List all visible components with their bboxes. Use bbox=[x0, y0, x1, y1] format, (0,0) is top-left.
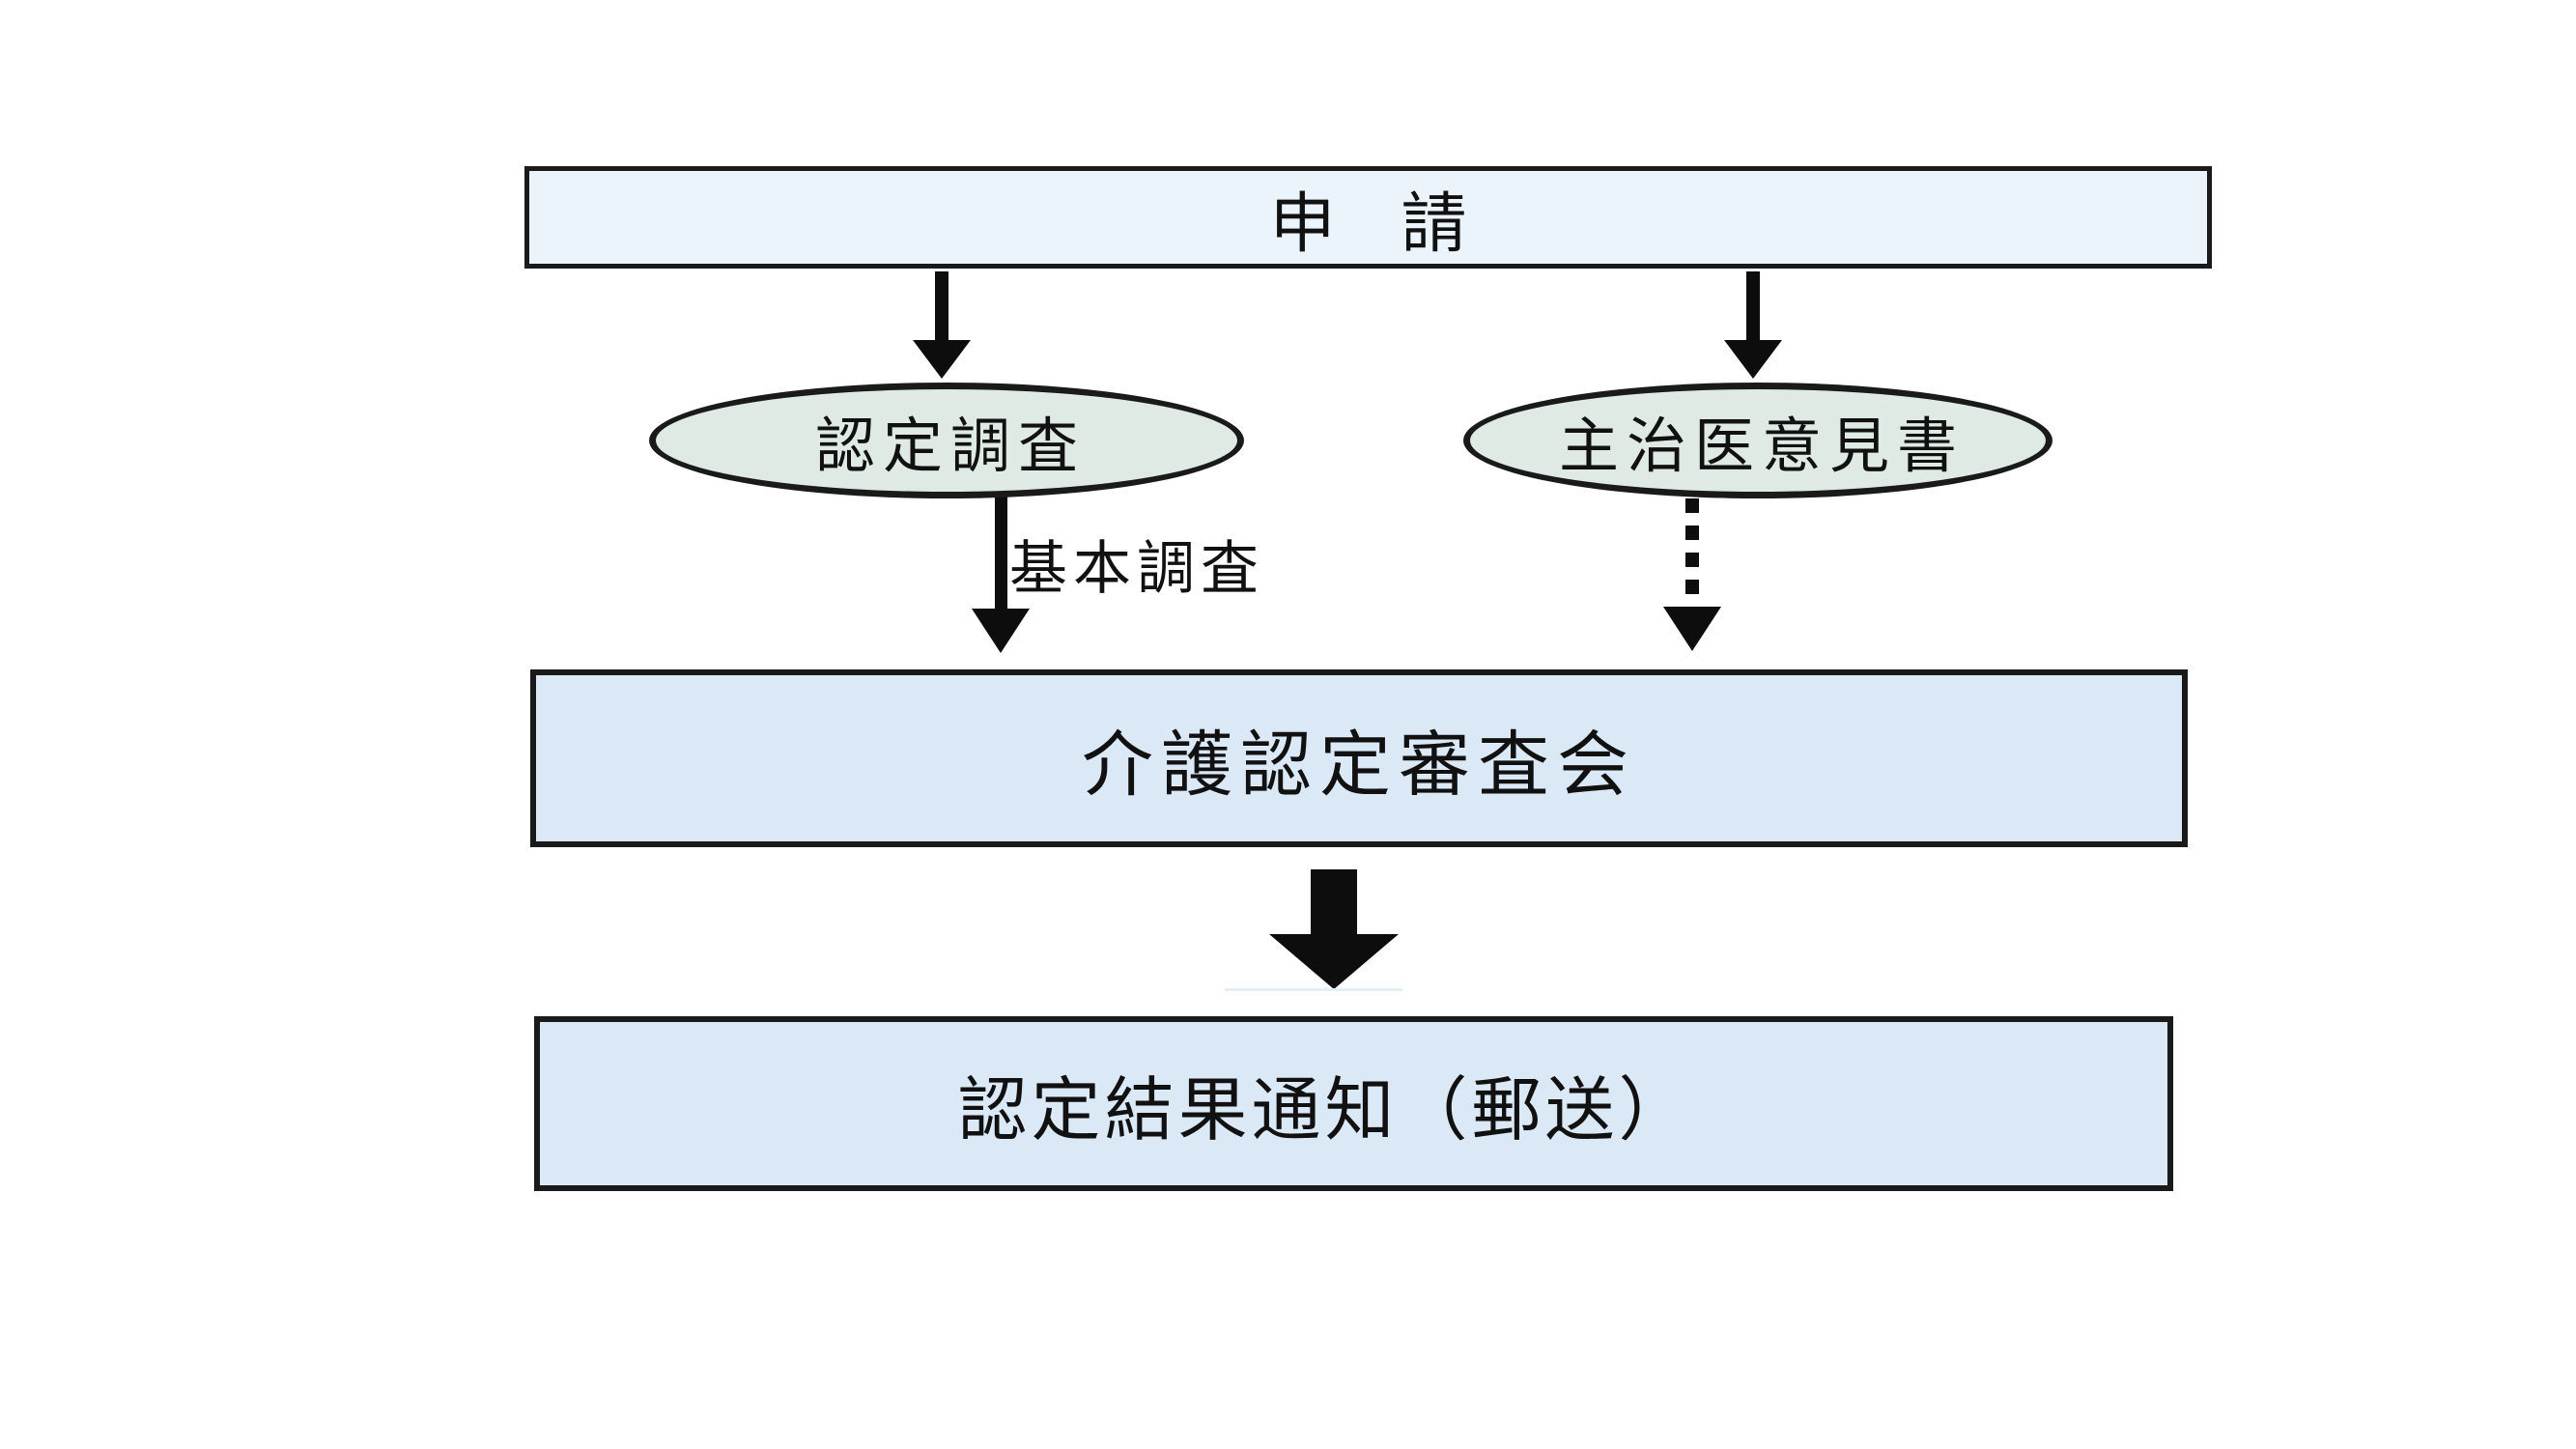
edge-label-basic-survey: 基本調査 bbox=[1009, 537, 1264, 601]
scan-artifact-line bbox=[1225, 988, 1402, 991]
node-review-board-label: 介護認定審査会 bbox=[1082, 725, 1636, 806]
node-physician-opinion: 主治医意見書 bbox=[1463, 383, 2052, 498]
node-result-notification: 認定結果通知（郵送） bbox=[534, 1016, 2173, 1191]
node-result-notification-label: 認定結果通知（郵送） bbox=[957, 1072, 1692, 1150]
node-certification-survey-label: 認定調査 bbox=[814, 414, 1086, 480]
node-certification-survey: 認定調査 bbox=[649, 383, 1244, 498]
node-application-label: 申 請 bbox=[1269, 186, 1467, 261]
arrow-application-to-survey bbox=[913, 271, 971, 379]
arrow-physician-to-board-dashed bbox=[1663, 498, 1721, 651]
arrow-application-to-physician bbox=[1724, 271, 1782, 379]
node-application: 申 請 bbox=[524, 166, 2212, 269]
node-physician-opinion-label: 主治医意見書 bbox=[1558, 414, 1965, 480]
node-review-board: 介護認定審査会 bbox=[530, 669, 2188, 847]
arrow-board-to-result-thick bbox=[1225, 869, 1402, 991]
